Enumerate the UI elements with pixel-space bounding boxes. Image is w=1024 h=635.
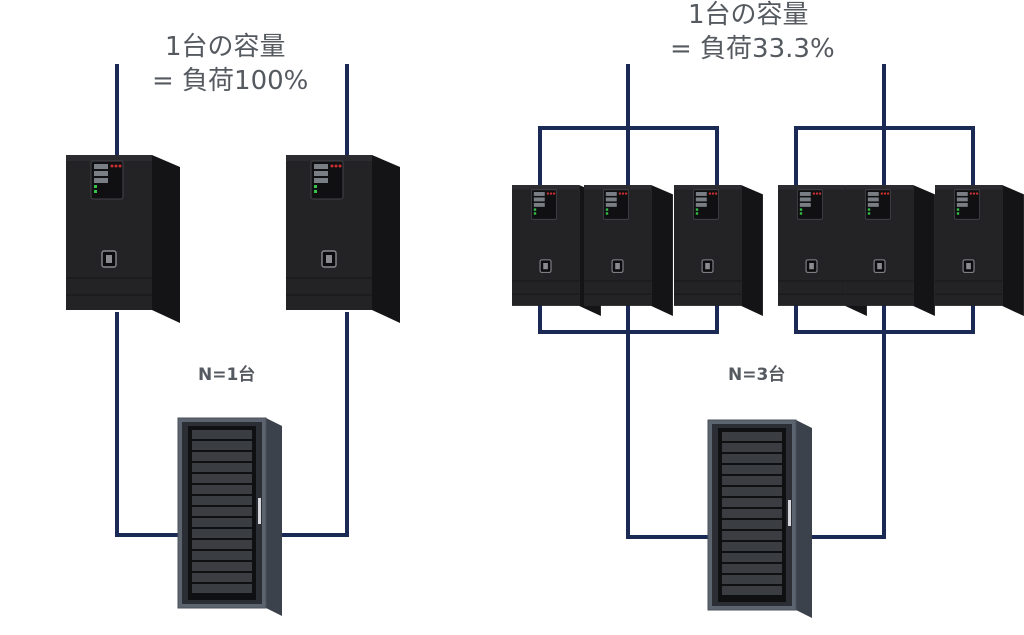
left-wiring (115, 64, 349, 537)
right-capacity-line1: 1台の容量 (688, 0, 809, 30)
left-capacity-line1: 1台の容量 (165, 32, 286, 62)
left-n-label: N=1台 (198, 365, 256, 385)
ups-unit-icon (583, 184, 674, 317)
ups-unit-icon (65, 154, 181, 324)
ups-unit-icon (285, 154, 401, 324)
right-wiring (538, 64, 975, 539)
server-rack-icon (177, 417, 283, 617)
left-capacity-line2: = 負荷100% (152, 66, 309, 96)
server-rack-icon (707, 419, 813, 619)
right-capacity-line2: = 負荷33.3% (670, 34, 835, 64)
ups-unit-icon (845, 184, 936, 317)
right-n-label: N=3台 (728, 365, 786, 385)
ups-unit-icon (934, 184, 1024, 317)
ups-unit-icon (673, 184, 764, 317)
